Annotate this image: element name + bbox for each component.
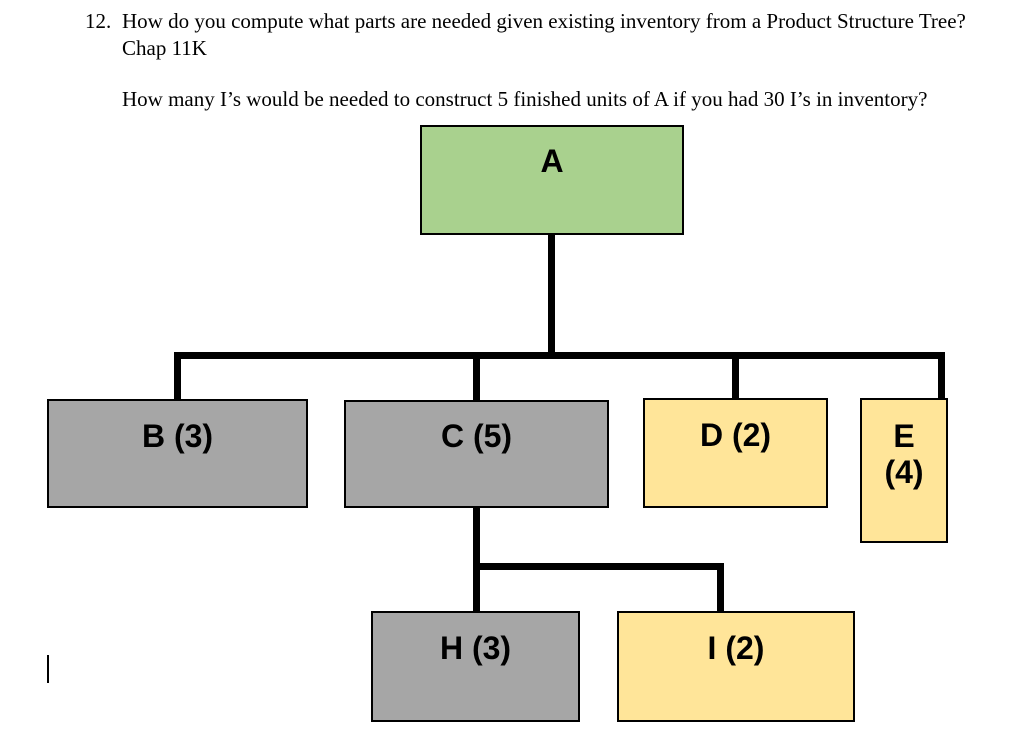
question-block: 12. How do you compute what parts are ne… bbox=[85, 8, 995, 113]
node-e-sublabel: (4) bbox=[884, 454, 924, 490]
connector-a-stem bbox=[548, 235, 555, 353]
connector-drop-to-d bbox=[732, 352, 739, 399]
node-a: A bbox=[420, 125, 684, 235]
connector-drop-to-c bbox=[473, 352, 480, 401]
text-cursor[interactable] bbox=[47, 655, 49, 683]
question-number: 12. bbox=[85, 9, 112, 33]
node-a-label: A bbox=[540, 143, 564, 179]
node-i-label: I (2) bbox=[707, 630, 765, 666]
question-text: How do you compute what parts are needed… bbox=[122, 9, 966, 60]
question-paragraph: 12. How do you compute what parts are ne… bbox=[85, 8, 995, 62]
connector-drop-to-e bbox=[938, 352, 945, 399]
node-c-label: C (5) bbox=[440, 418, 513, 454]
connector-c-stem bbox=[473, 507, 480, 612]
node-d: D (2) bbox=[643, 398, 828, 508]
question-followup: How many I’s would be needed to construc… bbox=[122, 87, 928, 111]
node-e-label: E bbox=[893, 418, 915, 454]
node-b-label: B (3) bbox=[141, 418, 214, 454]
node-d-label: D (2) bbox=[699, 417, 772, 453]
connector-drop-to-b bbox=[174, 352, 181, 400]
node-e: E (4) bbox=[860, 398, 948, 543]
node-h: H (3) bbox=[371, 611, 580, 722]
connector-level1-horizontal bbox=[174, 352, 945, 359]
node-c: C (5) bbox=[344, 400, 609, 508]
connector-level2-horizontal bbox=[473, 563, 724, 570]
node-b: B (3) bbox=[47, 399, 308, 508]
connector-drop-to-i bbox=[717, 563, 724, 612]
node-i: I (2) bbox=[617, 611, 855, 722]
node-h-label: H (3) bbox=[439, 630, 512, 666]
